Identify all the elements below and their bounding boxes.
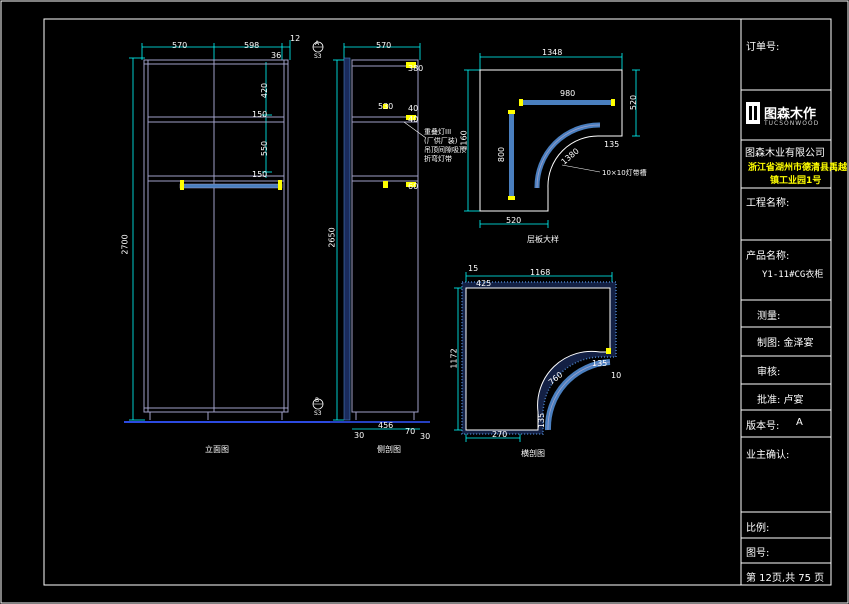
elevation-view: [124, 40, 330, 423]
plan-dim-left: 1172: [449, 348, 459, 369]
elev-shelf-dim-3: 150: [252, 110, 268, 119]
side-note: 重叠灯III (厂供厂装) 吊顶间隙吸顶 折弯灯带: [424, 128, 466, 164]
review-label: 审核:: [757, 367, 781, 378]
logo-mark: [746, 102, 760, 124]
approve-label: 批准: 卢宴: [757, 395, 804, 406]
base-dim-top: 1348: [542, 48, 563, 57]
side-note-line-1: 重叠灯III: [424, 128, 452, 136]
base-dim-bottom: 520: [506, 216, 522, 225]
drawn-by-label: 制图: 金泽宴: [757, 338, 814, 349]
side-mark-4: 40: [408, 115, 419, 124]
plan-dim-bottom2: 135: [537, 412, 547, 429]
side-note-line-4: 折弯灯带: [424, 155, 452, 163]
side-bottom-4: 30: [420, 432, 431, 441]
plan-dim-inner-top: 425: [476, 279, 492, 288]
side-bottom-2: 456: [378, 421, 394, 430]
version-value: A: [796, 417, 803, 428]
plan-section-title: 横剖图: [521, 449, 545, 458]
section-b-marker: B: [315, 397, 320, 404]
base-dim-inner-left: 800: [497, 146, 507, 163]
logo-cn: 图森木作: [764, 107, 817, 122]
side-bottom-1: 30: [354, 431, 365, 440]
elev-dim-12: 12: [290, 34, 301, 43]
elev-shelf-dim-1: 420: [260, 82, 270, 99]
base-dim-right: 520: [629, 94, 639, 111]
plan-dim-arc: 135: [592, 359, 608, 368]
version-label: 版本号:: [746, 421, 780, 432]
logo-en: TUCSONWOOD: [764, 120, 820, 127]
side-mark-1: 380: [408, 64, 424, 73]
company-name: 图森木业有限公司: [745, 148, 825, 159]
order-no-label: 订单号:: [746, 42, 780, 53]
plan-dim-15: 15: [468, 264, 479, 273]
side-note-line-3: 吊顶间隙吸顶: [424, 146, 466, 154]
measure-label: 测量:: [757, 311, 781, 322]
led-slot-note: 10×10灯带槽: [602, 169, 647, 177]
page-count: 第 12页,共 75 页: [746, 573, 825, 584]
side-mark-5: 60: [408, 182, 419, 191]
owner-confirm-label: 业主确认:: [746, 450, 790, 461]
side-mark-2: 530: [378, 102, 394, 111]
base-panel-detail: [464, 53, 640, 228]
plan-dim-bottom: 270: [492, 430, 508, 439]
section-a-marker: A: [315, 40, 320, 47]
company-address-1: 浙江省湖州市德清县禹越: [748, 163, 848, 173]
base-detail-title: 层板大样: [527, 235, 559, 244]
elevation-title: 立面图: [205, 445, 229, 454]
side-note-line-2: (厂供厂装): [424, 137, 458, 145]
plan-section: [454, 272, 617, 442]
side-bottom-3: 70: [405, 427, 416, 436]
elev-shelf-dim-4: 150: [252, 170, 268, 179]
product-name-label: 产品名称:: [746, 251, 790, 262]
section-b-sub: S3: [314, 410, 322, 417]
side-height-dim: 2650: [327, 227, 337, 248]
inner-frame: [43, 18, 832, 586]
elev-dim-570: 570: [172, 41, 188, 50]
section-a-sub: S3: [314, 53, 322, 60]
side-dim-570: 570: [376, 41, 392, 50]
base-dim-inner: 980: [560, 89, 576, 98]
side-mark-3: 40: [408, 104, 419, 113]
elev-height-dim: 2700: [120, 234, 130, 255]
elev-dim-36: 36: [271, 51, 282, 60]
product-name-value: Y1-11#CG衣柜: [762, 270, 824, 280]
base-dim-left: 1160: [459, 130, 469, 151]
elev-dim-598: 598: [244, 41, 260, 50]
drawing-no-label: 图号:: [746, 548, 770, 559]
plan-dim-arc2: 10: [611, 371, 622, 380]
side-section-view: [124, 41, 430, 430]
side-section-title: 侧剖图: [377, 445, 401, 454]
base-dim-arc: 135: [604, 140, 620, 149]
project-name-label: 工程名称:: [746, 198, 790, 209]
title-block: [740, 19, 831, 585]
scale-label: 比例:: [746, 523, 770, 534]
plan-dim-top: 1168: [530, 268, 551, 277]
elev-shelf-dim-2: 550: [260, 140, 270, 157]
company-address-2: 镇工业园1号: [770, 176, 822, 186]
